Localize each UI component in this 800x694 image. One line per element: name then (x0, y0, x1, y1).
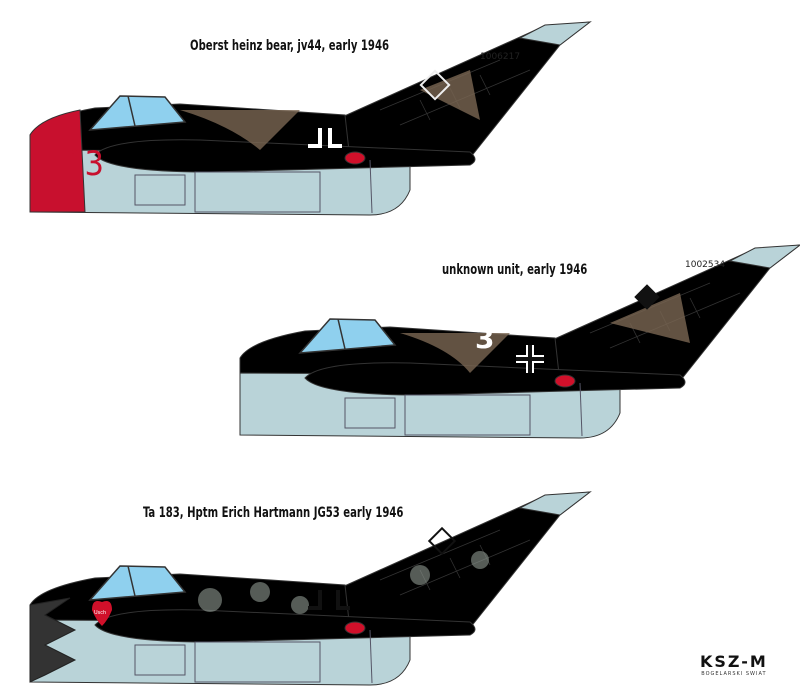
caption-2: unknown unit, early 1946 (442, 262, 588, 278)
aircraft-profile-2: 3 1002534 (239, 244, 800, 439)
logo-subtitle: BOGELARSKI SWIAT (701, 671, 767, 677)
caption-1: Oberst heinz bear, jv44, early 1946 (190, 38, 389, 54)
aircraft-profile-1: 13 1006217 (29, 21, 591, 216)
aircraft-code-2: 3 (475, 322, 494, 355)
aircraft-profile-3: Usch (29, 491, 591, 686)
emblem-3: Usch (94, 610, 106, 616)
caption-3: Ta 183, Hptm Erich Hartmann JG53 early 1… (143, 505, 404, 521)
logo-mark: KSZ-M (700, 652, 768, 671)
ksz-m-logo: KSZ-M BOGELARSKI SWIAT (700, 652, 768, 677)
aircraft-code-1: 13 (65, 144, 104, 184)
serial-1: 1006217 (480, 52, 520, 62)
serial-2: 1002534 (685, 260, 725, 270)
